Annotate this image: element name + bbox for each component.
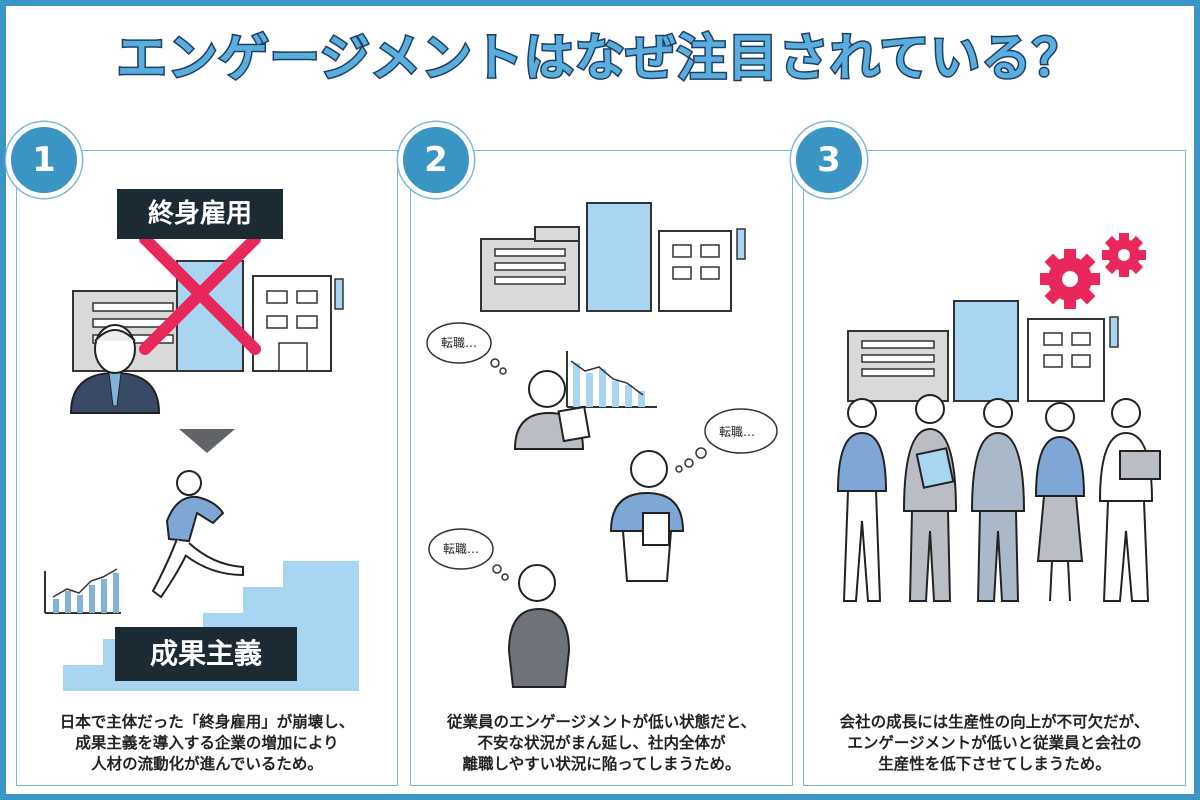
caption-line: エンゲージメントが低いと従業員と会社の [847,734,1142,752]
caption-line: 従業員のエンゲージメントが低い状態だと、 [446,713,757,731]
step-number-badge: 1 [6,122,82,198]
step-number-badge: 3 [791,122,867,198]
declining-chart-icon [566,351,657,408]
caption-line: 生産性を低下させてしまうため。 [878,755,1111,773]
label-lifetime-employment: 終身雇用 [117,189,283,239]
label-performance-based: 成果主義 [115,627,297,681]
worried-man-2-illustration [507,564,571,688]
thought-bubble [675,408,778,473]
caption-line: 日本で主体だった「終身雇用」が崩壊し、 [59,713,355,731]
panel-1-caption: 日本で主体だった「終身雇用」が崩壊し、 成果主義を導入する企業の増加により 人材… [17,712,397,775]
panel-2-illustration: 転職… 転職… 転職… [426,202,778,688]
caption-line: 離職しやすい状況に陥ってしまうため。 [462,755,741,773]
caption-line: 会社の成長には生産性の向上が不可欠だが、 [839,713,1150,731]
running-woman-illustration [151,470,244,599]
panel-3-illustration [836,233,1161,602]
worried-man-1-illustration [513,370,591,450]
panel-2-caption: 従業員のエンゲージメントが低い状態だと、 不安な状況がまん延し、社内全体が 離職… [411,712,792,775]
panel-1-illustration [44,233,359,691]
panel-3: 会社の成長には生産性の向上が不可欠だが、 エンゲージメントが低いと従業員と会社の… [803,150,1186,786]
page-title: エンゲージメントはなぜ注目されている？ [115,28,1084,89]
office-buildings-illustration [480,202,746,312]
employees-group-illustration [836,394,1161,602]
caption-line: 人材の流動化が進んでいるため。 [91,755,323,773]
red-cross-mark [139,233,261,355]
thought-bubble [426,322,507,375]
bubble-text: 転職… [441,336,477,350]
elderly-man-illustration [69,324,161,414]
gear-icon [1102,233,1146,277]
panel-1: 終身雇用 成果主義 日本で主体だった「終身雇用」が崩壊し、 成果主義を導入する企… [16,150,398,786]
bubble-text: 転職… [719,425,755,439]
caption-line: 不安な状況がまん延し、社内全体が [477,734,726,752]
panel-3-caption: 会社の成長には生産性の向上が不可欠だが、 エンゲージメントが低いと従業員と会社の… [804,712,1185,775]
bubble-text: 転職… [443,542,479,556]
caption-line: 成果主義を導入する企業の増加により [75,734,339,752]
gear-icon [1040,249,1100,309]
worried-woman-illustration [609,450,685,582]
thought-bubble [428,528,509,581]
growth-chart-icon [44,568,121,614]
panel-2: 転職… 転職… 転職… 従業員のエンゲージメントが低い状態だと、 不安な状況がま… [410,150,793,786]
step-number-badge: 2 [398,122,474,198]
down-arrow-icon [179,429,235,453]
office-buildings-illustration [847,300,1119,402]
